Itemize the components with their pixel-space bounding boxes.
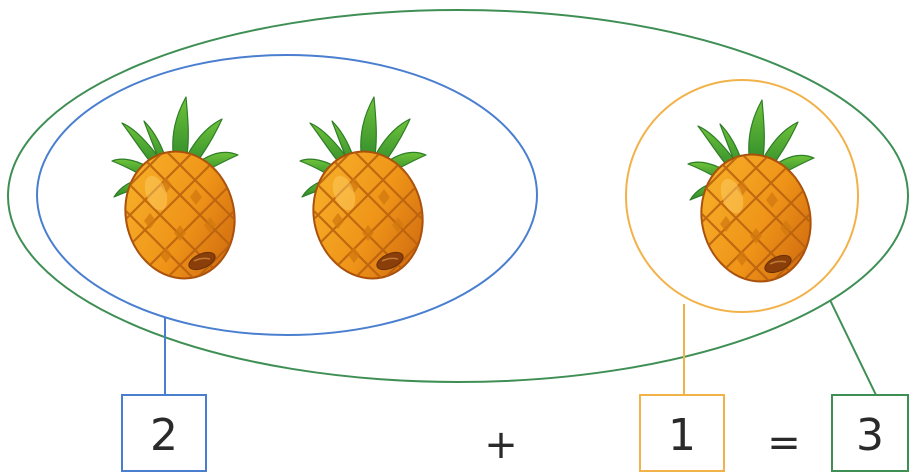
- pineapple-icon: [278, 97, 458, 305]
- addend-1-value: 2: [150, 410, 178, 461]
- left-group-ellipse: [36, 54, 538, 336]
- addend-2-box: [639, 394, 725, 472]
- addend-2-value: 1: [668, 410, 696, 461]
- equals-sign: =: [767, 420, 801, 466]
- right-group-circle: [625, 79, 859, 313]
- pineapple-icon: [90, 97, 270, 305]
- total-group-connector: [829, 299, 877, 396]
- total-group-ellipse: [7, 9, 909, 383]
- pineapple-icon: [666, 100, 846, 308]
- sum-value: 3: [856, 410, 884, 461]
- addend-1-box: [121, 394, 207, 472]
- sum-box: [831, 394, 909, 472]
- plus-sign: +: [484, 422, 518, 468]
